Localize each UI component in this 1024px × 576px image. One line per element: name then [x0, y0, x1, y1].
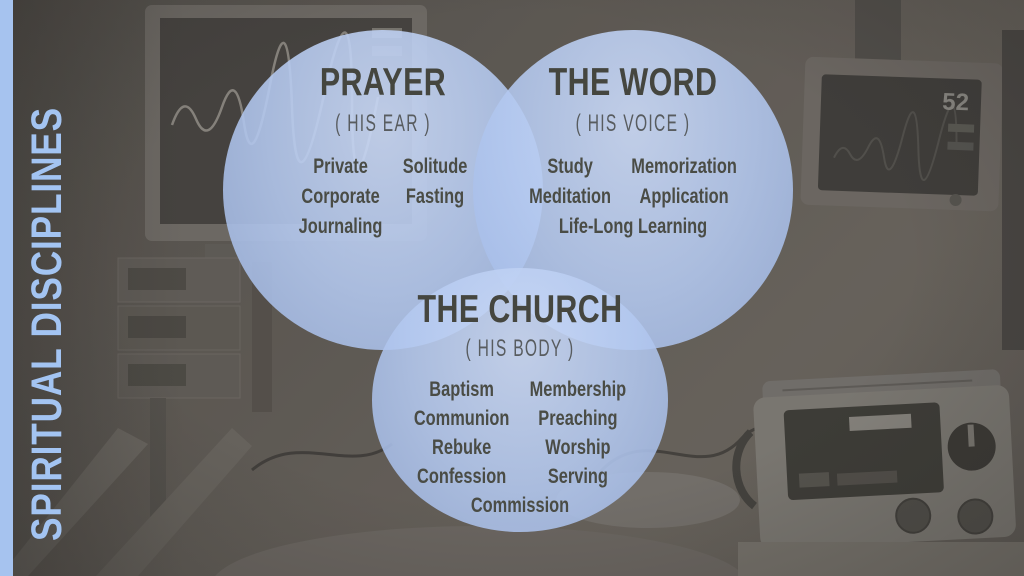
discipline-item: Membership	[529, 378, 627, 401]
discipline-item: Solitude	[402, 155, 468, 178]
infusion-pumps-icon	[117, 257, 241, 528]
patient-monitor-right-icon: 52	[800, 56, 1004, 212]
discipline-item: Meditation	[529, 185, 612, 208]
discipline-item: Private	[313, 155, 368, 178]
the-church-subtitle: ( HIS BODY )	[465, 335, 575, 362]
monitor-mount-arm	[855, 0, 901, 64]
heart-rate-reading: 52	[942, 88, 970, 116]
the-church-items: Baptism Communion Rebuke Confession Memb…	[405, 375, 636, 491]
the-word-title: THE WORD	[548, 61, 718, 104]
slide-title-vertical: SPIRITUAL DISCIPLINES	[23, 107, 71, 541]
bed-sheet	[215, 526, 745, 576]
cable	[251, 442, 393, 472]
discipline-item: Rebuke	[432, 436, 492, 459]
prayer-title: PRAYER	[319, 61, 447, 104]
cart-shelf	[738, 542, 1024, 576]
defibrillator-icon	[732, 369, 1016, 550]
discipline-item: Baptism	[429, 378, 494, 401]
the-word-items: Study Meditation Memorization Applicatio…	[508, 152, 758, 212]
the-word-subtitle: ( HIS VOICE )	[575, 110, 691, 137]
the-church-title: THE CHURCH	[417, 288, 623, 331]
prayer-items: Private Corporate Journaling Solitude Fa…	[258, 152, 508, 242]
discipline-item: Corporate	[301, 185, 380, 208]
chair-arm	[96, 428, 252, 576]
discipline-item: Worship	[545, 436, 611, 459]
discipline-item: Communion	[413, 407, 510, 430]
discipline-item: Preaching	[538, 407, 618, 430]
discipline-item: Fasting	[405, 185, 465, 208]
discipline-item: Confession	[417, 465, 507, 488]
chair-arm	[0, 428, 148, 576]
the-church-circle: THE CHURCH ( HIS BODY ) Baptism Communio…	[372, 268, 668, 532]
discipline-item: Commission	[470, 494, 570, 517]
discipline-item: Application	[639, 185, 729, 208]
prayer-subtitle: ( HIS EAR )	[335, 110, 431, 137]
discipline-item: Life-Long Learning	[558, 215, 708, 238]
left-accent-bar	[0, 0, 13, 576]
discipline-item: Serving	[547, 465, 608, 488]
wall-rail	[1002, 30, 1024, 350]
discipline-item: Journaling	[298, 215, 383, 238]
discipline-item: Study	[547, 155, 593, 178]
discipline-item: Memorization	[631, 155, 737, 178]
